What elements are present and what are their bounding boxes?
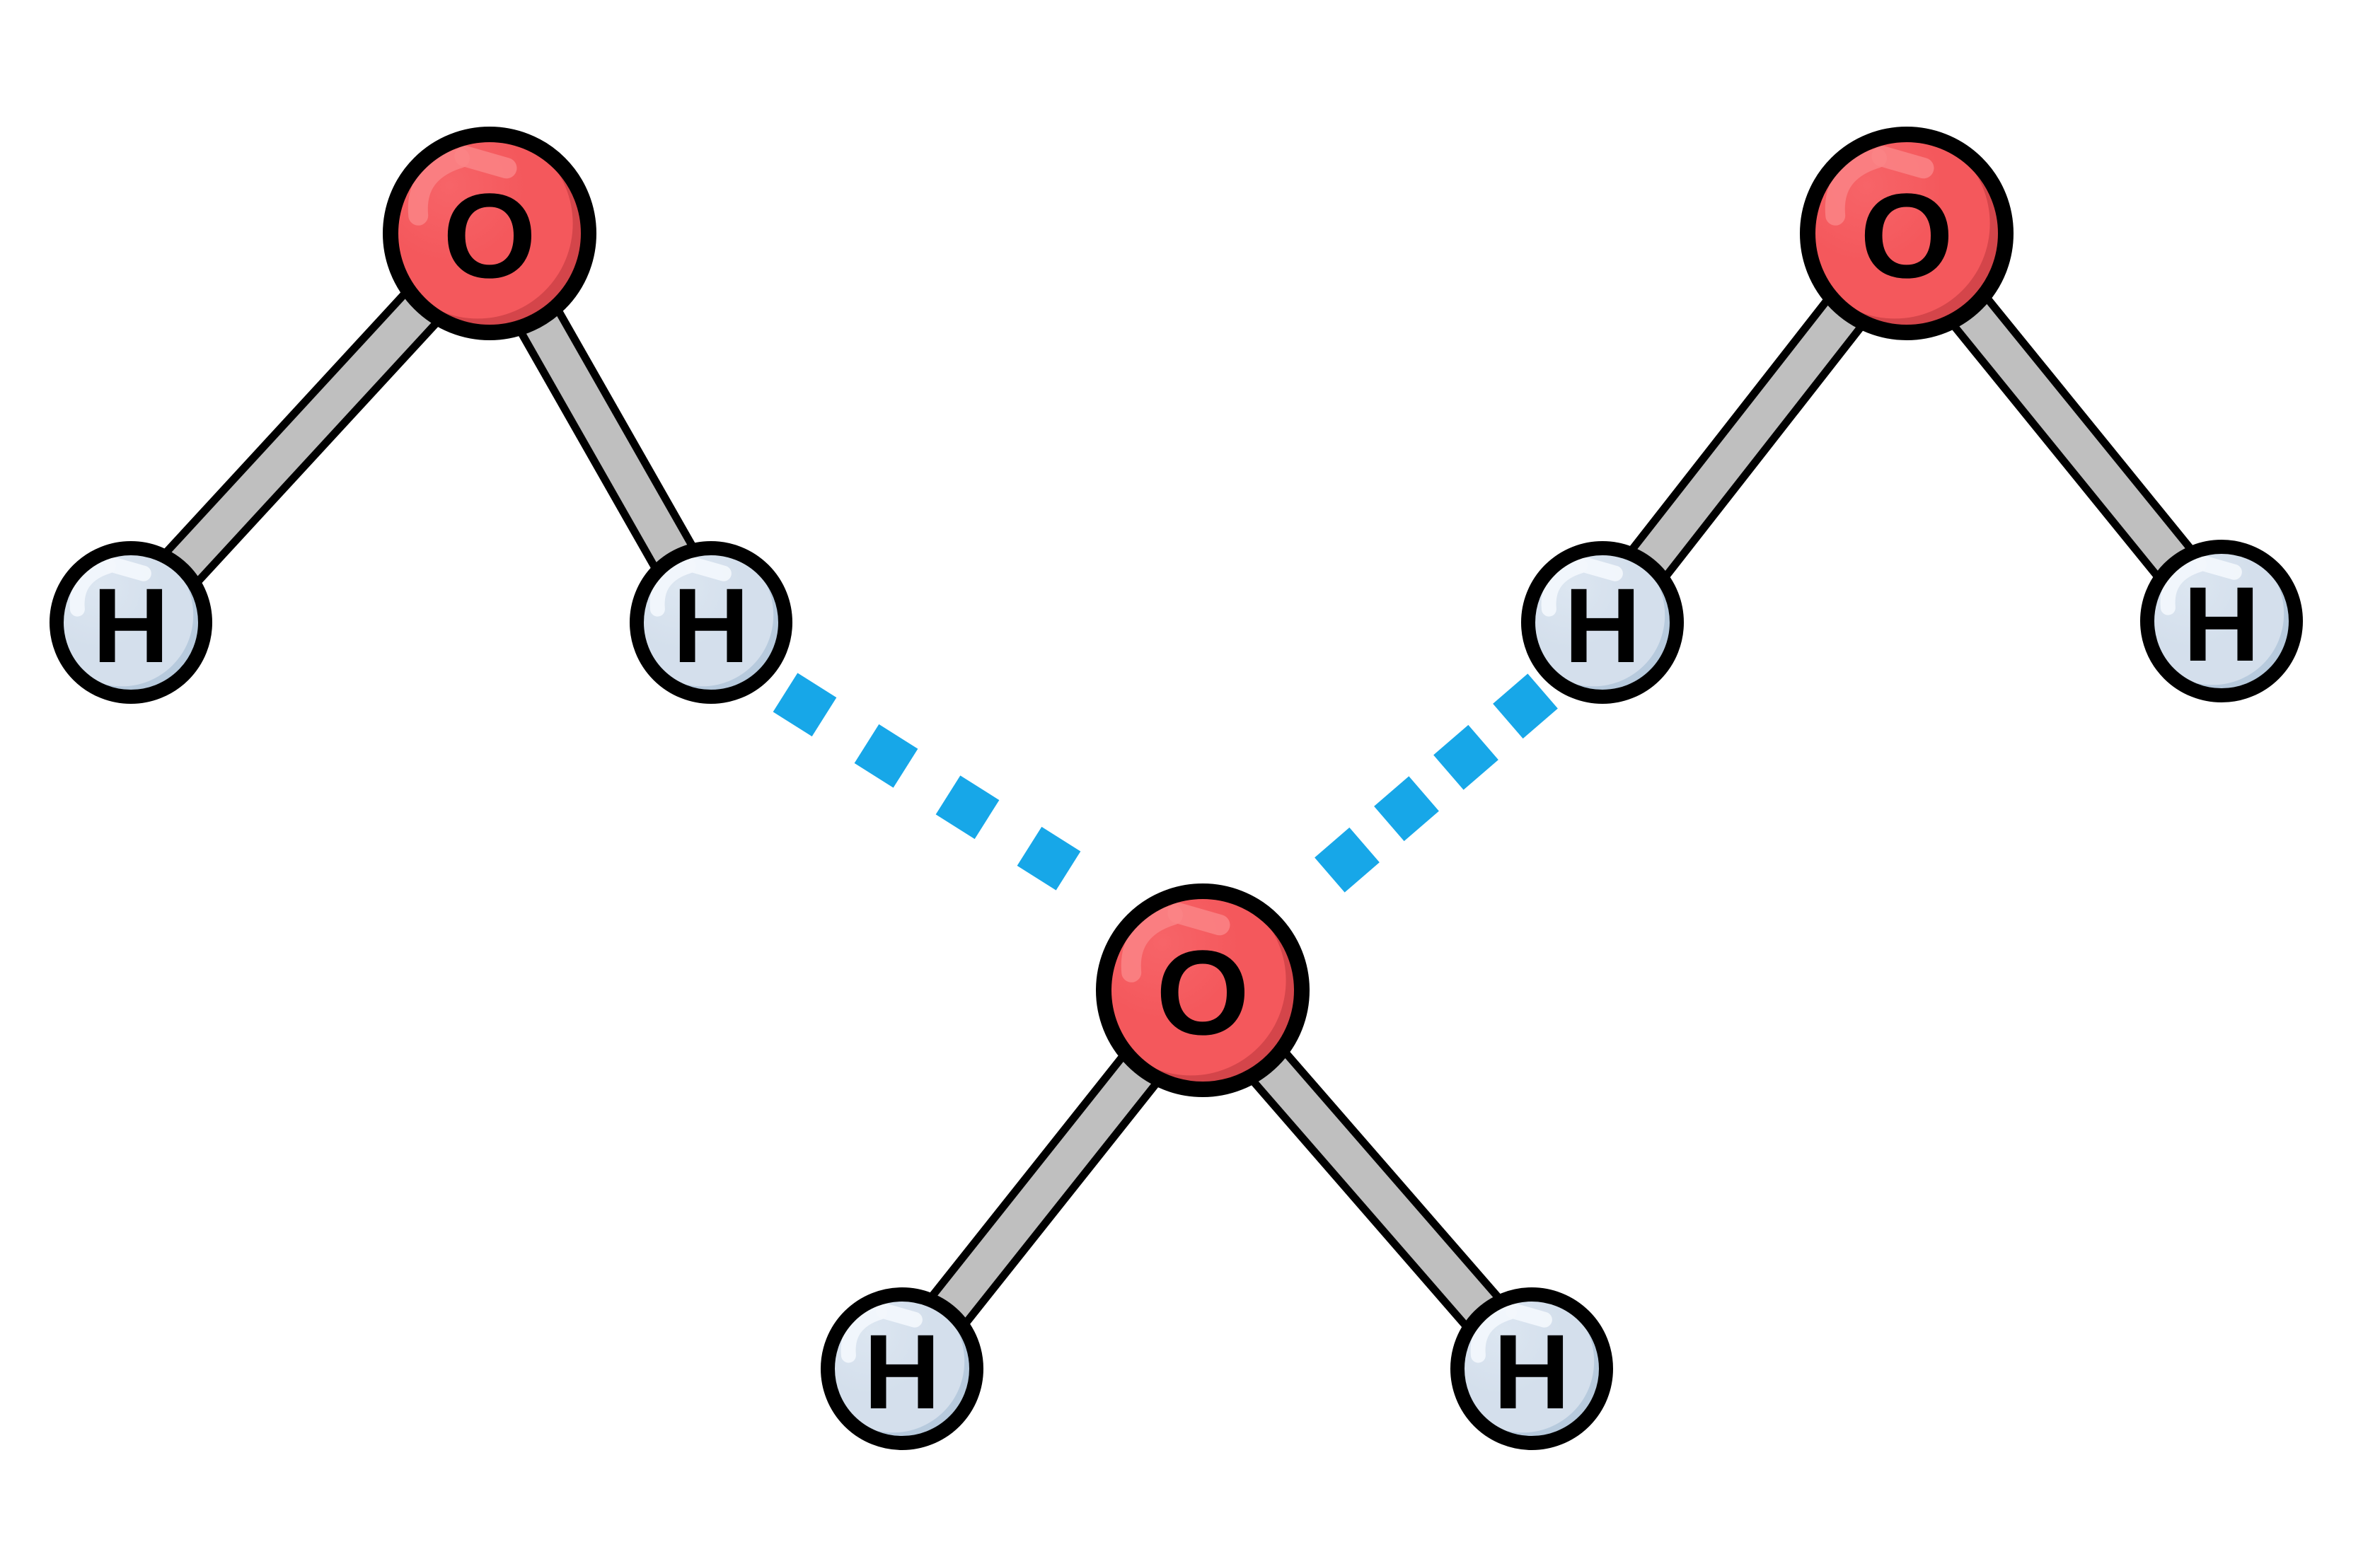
hydrogen-bond-dash [1493,673,1558,739]
hydrogen-bond-dash [773,673,837,737]
hydrogen-bond-dash [1315,827,1380,893]
atom-highlight-bar [1871,146,1934,179]
atom-element-label: H [2183,564,2260,683]
hydrogen-bond-dash [1374,776,1439,842]
atom-element-label: H [1494,1312,1570,1431]
atom-h: H [50,541,212,704]
atom-highlight-bar [1576,557,1623,581]
atom-highlight-arc [1541,558,1588,617]
atom-outline [1521,541,1684,704]
atom-highlight-arc [408,148,470,226]
atom-highlight-bar [104,557,151,581]
hydrogen-bonds-layer [773,673,1558,893]
atom-element-label: H [864,1312,940,1431]
atom-highlight-bar [684,557,732,581]
atom-outline [1096,883,1310,1097]
atom-highlight-arc [1121,905,1183,983]
atom-highlight-arc [1825,148,1887,226]
atom-highlight-bar [875,1303,923,1328]
atom-highlight-bar [2195,555,2242,580]
atom-element-label: H [1564,566,1641,685]
atom-outline [50,541,212,704]
atom-outline [630,541,792,704]
atom-highlight-arc [1470,1304,1517,1363]
atom-element-label: O [1860,169,1953,303]
hydrogen-bond-dash [1017,826,1081,891]
atom-highlight-arc [2160,557,2207,615]
atom-highlight-bar [1167,903,1230,936]
atom-element-label: O [1156,926,1249,1060]
hbond-right-dashes [1315,673,1558,893]
atom-outline [383,127,596,340]
atom-outline [1800,127,2014,340]
atom-element-label: H [673,566,749,685]
atom-element-label: O [443,169,536,303]
atom-outline [1450,1287,1613,1450]
atom-highlight-bar [454,146,517,179]
atom-o: O [1800,127,2014,340]
atom-highlight-arc [840,1304,887,1363]
atom-outline [821,1287,983,1450]
atom-h: H [1521,541,1684,704]
atom-outline [2140,540,2303,702]
hydrogen-bond-dash [1433,724,1498,790]
hydrogen-bond-dash [935,775,1000,840]
hbond-left-dashes [773,673,1081,891]
atom-o: O [1096,883,1310,1097]
atom-element-label: H [93,566,169,685]
atom-highlight-bar [1505,1303,1552,1328]
atom-highlight-arc [69,558,116,617]
atom-h: H [1450,1287,1613,1450]
atom-highlight-arc [649,558,696,617]
hydrogen-bond-dash [854,724,918,788]
